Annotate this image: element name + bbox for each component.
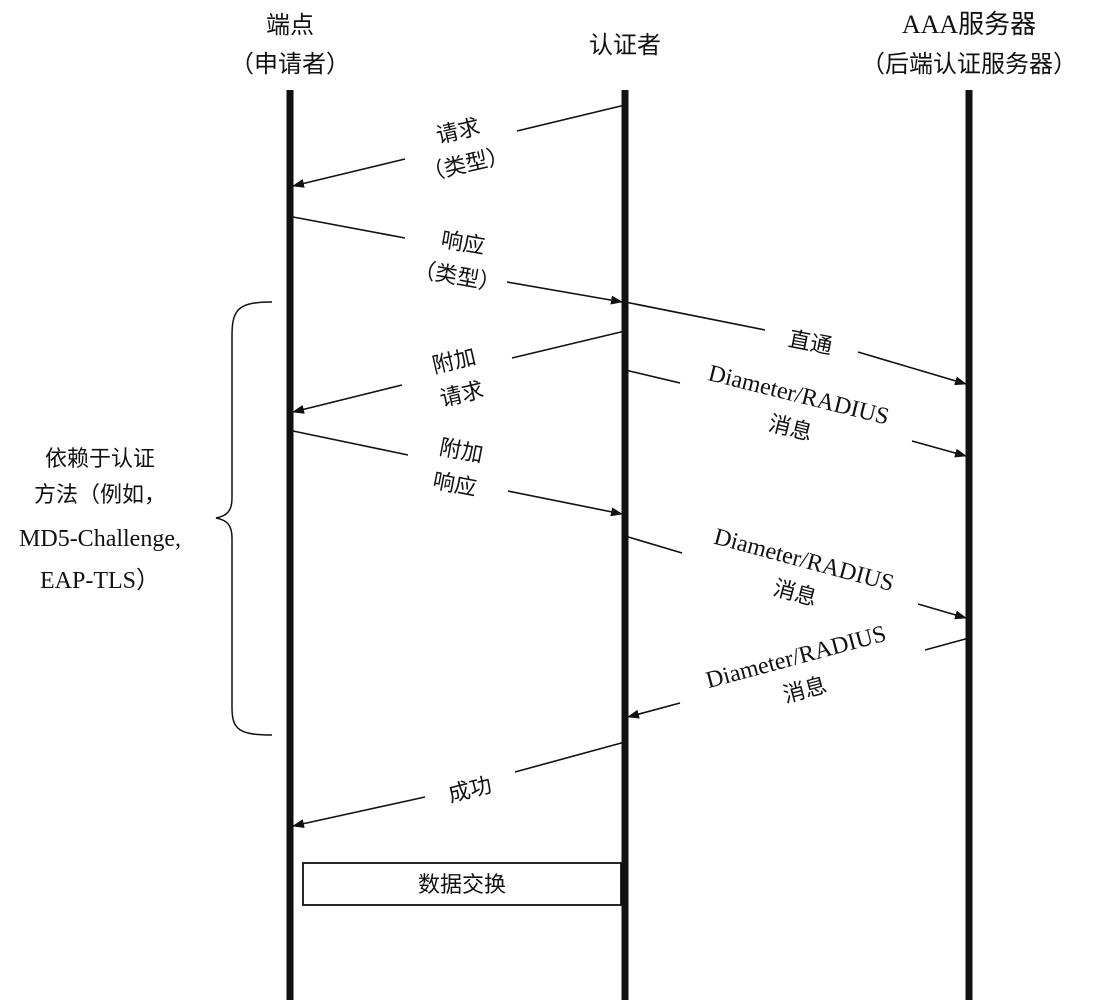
message-diameter-1-line2: 消息	[766, 411, 815, 446]
message-success: 成功	[292, 741, 626, 829]
data-exchange-label: 数据交换	[418, 873, 506, 898]
message-passthrough-label: 直通	[786, 327, 834, 360]
message-response-type: （类型）	[411, 257, 502, 297]
participant-authenticator: 认证者	[589, 31, 661, 59]
participant-endpoint-subtitle: （申请者）	[230, 50, 350, 78]
message-diameter-2-line2: 消息	[770, 576, 819, 612]
message-diameter-3-line2: 消息	[781, 673, 830, 709]
message-diameter-3: Diameter/RADIUS 消息	[627, 621, 970, 719]
data-exchange-box: 数据交换	[302, 862, 622, 906]
message-request-type: （类型）	[420, 143, 511, 187]
side-note-line1: 依赖于认证	[45, 447, 155, 472]
side-note-line3: MD5-Challenge,	[19, 526, 181, 552]
side-note-line2: 方法（例如，	[34, 483, 166, 508]
participant-aaa-title: AAA服务器	[902, 10, 1036, 39]
participant-authenticator-title: 认证者	[589, 31, 661, 59]
participant-endpoint: 端点 （申请者）	[230, 11, 350, 78]
message-response: 响应 （类型）	[292, 216, 623, 305]
message-diameter-2: Diameter/RADIUS 消息	[624, 524, 967, 620]
message-success-label: 成功	[446, 773, 495, 808]
side-note: 依赖于认证 方法（例如， MD5-Challenge, EAP-TLS）	[19, 447, 181, 594]
message-passthrough: 直通	[624, 301, 967, 386]
message-extra-response-line2: 响应	[431, 469, 479, 502]
message-extra-response-label: 附加	[437, 435, 485, 468]
message-request: 请求 （类型）	[292, 104, 626, 188]
message-extra-request-line2: 请求	[438, 378, 487, 412]
message-diameter-1: Diameter/RADIUS 消息	[624, 360, 967, 458]
message-extra-response: 附加 响应	[292, 430, 623, 517]
message-response-label: 响应	[439, 228, 487, 260]
participant-aaa-server: AAA服务器 （后端认证服务器）	[861, 10, 1077, 78]
message-request-label: 请求	[434, 115, 483, 149]
message-extra-request-label: 附加	[430, 345, 479, 379]
side-brace	[215, 301, 273, 736]
message-extra-request: 附加 请求	[292, 330, 626, 414]
participant-endpoint-title: 端点	[266, 11, 314, 39]
side-note-line4: EAP-TLS）	[40, 568, 160, 594]
participant-aaa-subtitle: （后端认证服务器）	[861, 50, 1077, 78]
